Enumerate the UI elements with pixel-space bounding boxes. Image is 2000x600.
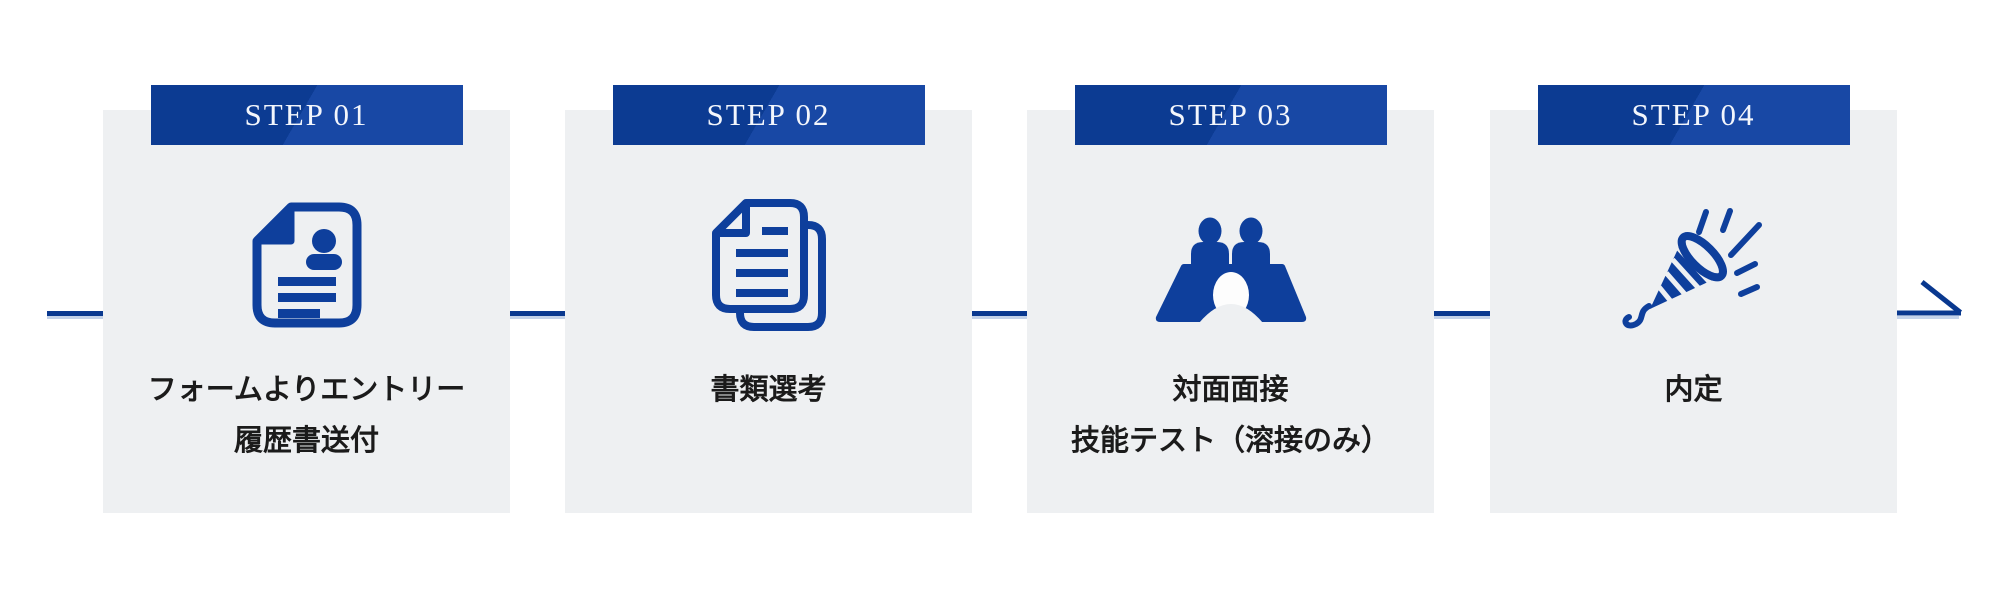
step-2-label-line: 書類選考	[710, 374, 827, 406]
step-2-label: 書類選考	[565, 365, 972, 416]
stacked-documents-icon	[711, 199, 826, 331]
step-4-label-line: 内定	[1664, 374, 1723, 406]
connector-line	[510, 311, 565, 316]
step-1-icon-area	[103, 190, 510, 340]
step-4-label: 内定	[1490, 365, 1897, 416]
step-4-banner: STEP 04	[1537, 85, 1850, 145]
interview-panel-icon	[1155, 217, 1306, 323]
step-3-label: 対面面接 技能テスト（溶接のみ）	[1027, 365, 1434, 467]
step-4-icon-area	[1490, 190, 1897, 340]
resume-document-icon	[252, 202, 361, 328]
step-1-banner-label: STEP 01	[244, 97, 369, 132]
step-3-icon-area	[1027, 190, 1434, 340]
step-2-banner-label: STEP 02	[706, 97, 831, 132]
step-3-banner-label: STEP 03	[1168, 97, 1293, 132]
step-card-2: STEP 02 書類選考	[565, 85, 972, 513]
step-card-4: STEP 04 内定	[1490, 85, 1897, 513]
step-2-icon-area	[565, 190, 972, 340]
party-popper-icon	[1622, 208, 1762, 329]
step-2-banner: STEP 02	[612, 85, 925, 145]
step-1-banner: STEP 01	[150, 85, 463, 145]
step-1-label-line: フォームよりエントリー	[147, 374, 466, 406]
step-1-label: フォームよりエントリー 履歴書送付	[103, 365, 510, 467]
step-3-label-line: 技能テスト（溶接のみ）	[1070, 425, 1390, 457]
connector-line	[47, 311, 103, 316]
step-3-banner: STEP 03	[1074, 85, 1387, 145]
step-4-banner-label: STEP 04	[1631, 97, 1756, 132]
connector-line	[972, 311, 1027, 316]
connector-line	[1434, 311, 1490, 316]
step-3-label-line: 対面面接	[1172, 374, 1289, 406]
step-card-1: STEP 01 フォームよりエントリー 履歴書送付	[103, 85, 510, 513]
step-card-3: STEP 03 対面面接 技能テスト（溶接のみ）	[1027, 85, 1434, 513]
step-1-label-line: 履歴書送付	[233, 425, 379, 457]
flow-arrow-icon	[1897, 280, 1963, 319]
